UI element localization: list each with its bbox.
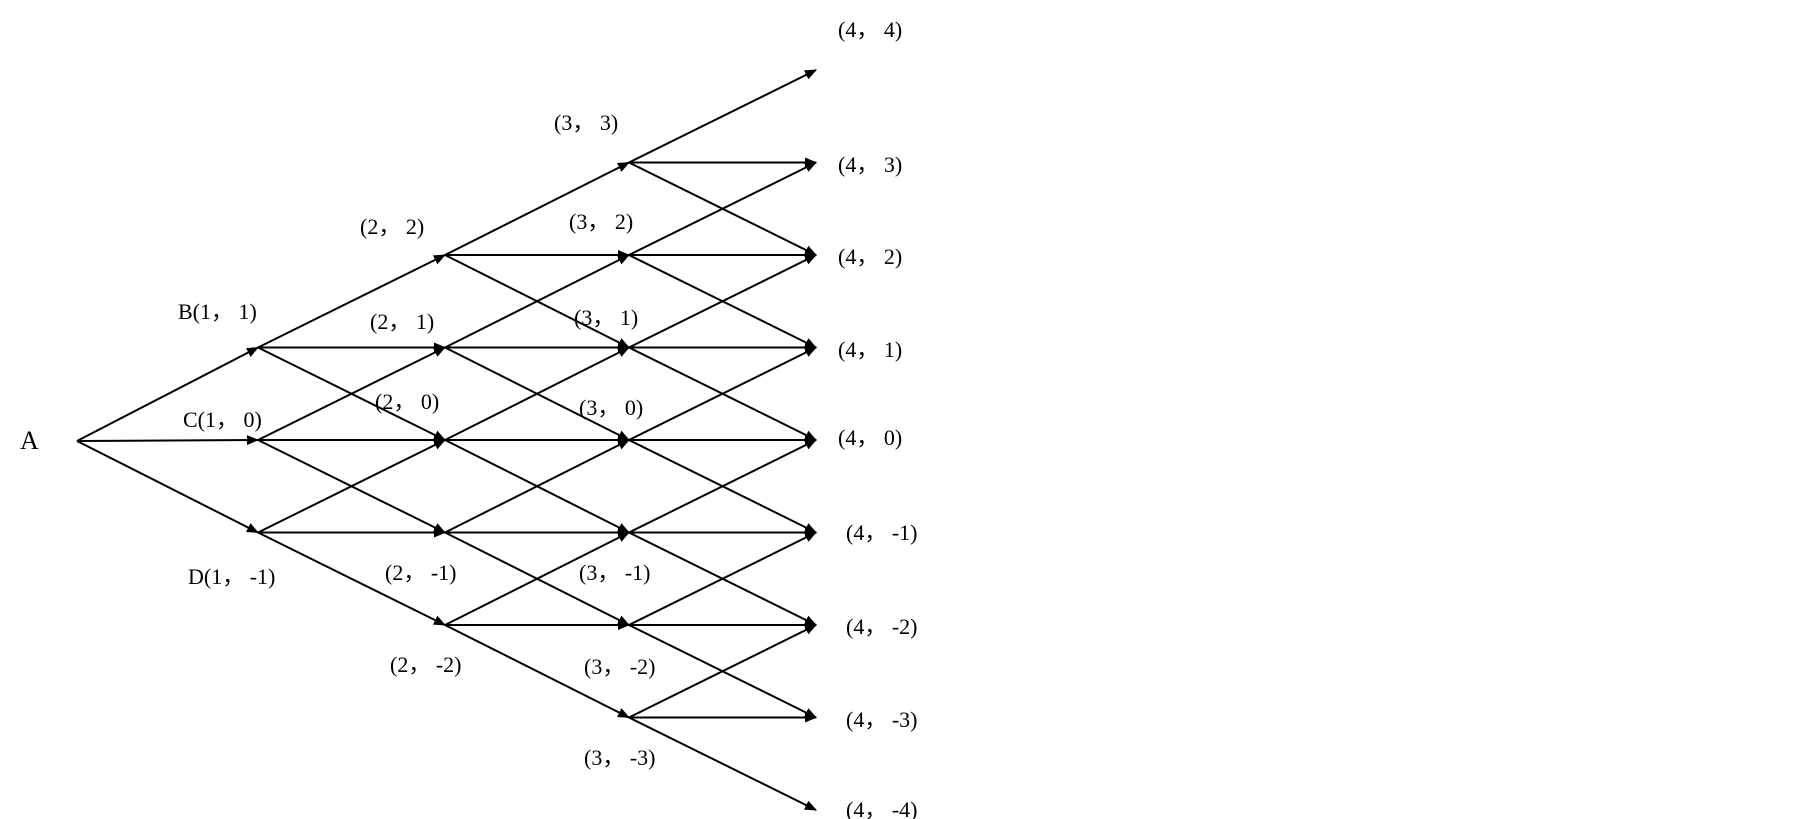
edge-arrow [444, 161, 630, 256]
edge-arrow [444, 346, 630, 441]
node-label: (4， 4) [838, 17, 903, 42]
node-label: (2， -2) [390, 652, 462, 677]
edge-arrow [257, 439, 446, 534]
edge-arrow [76, 346, 259, 442]
edge-arrow [444, 254, 630, 349]
edge-arrow [257, 346, 446, 441]
edge-arrow [628, 161, 817, 256]
edge-arrow [628, 69, 817, 164]
edge-arrow [628, 439, 817, 534]
node-label: B(1， 1) [178, 298, 257, 324]
node-label: (4， -3) [846, 706, 918, 732]
edge-arrow [628, 254, 817, 349]
edge-arrow [628, 716, 817, 811]
node-label: (2， 0) [375, 389, 440, 414]
edge-arrow [628, 624, 817, 719]
node-label: (4， 2) [838, 244, 903, 269]
node-label: (3， -2) [584, 654, 656, 679]
node-label: D(1， -1) [188, 563, 276, 589]
node-label: (4， -4) [846, 797, 918, 819]
node-label: (4， 3) [838, 151, 903, 177]
edge-arrow [628, 346, 817, 441]
edge-arrow [444, 531, 630, 626]
edge-arrow [444, 439, 630, 534]
edge-arrow [257, 531, 446, 626]
node-label: C(1， 0) [183, 407, 262, 432]
node-label: (2， 1) [370, 308, 435, 334]
node-label: (3， -1) [579, 559, 651, 585]
edge-arrow [444, 624, 630, 719]
node-label: (3， 3) [554, 109, 619, 135]
edge-arrow [76, 435, 259, 446]
node-label: (3， 0) [579, 395, 644, 420]
node-label: (2， -1) [385, 559, 457, 585]
node-label-A: A [20, 426, 39, 455]
node-label: (4， -2) [846, 614, 918, 639]
node-label: (2， 2) [360, 214, 425, 239]
node-label: (4， 0) [838, 425, 903, 450]
node-label: (4， -1) [846, 519, 918, 545]
node-label: (4， 1) [838, 336, 903, 362]
edge-arrow [628, 531, 817, 626]
edge-arrow [257, 254, 446, 349]
node-label: (3， 2) [569, 209, 634, 234]
node-label: (3， 1) [574, 304, 639, 330]
edge-arrow [76, 440, 259, 534]
node-label: (3， -3) [584, 744, 656, 770]
